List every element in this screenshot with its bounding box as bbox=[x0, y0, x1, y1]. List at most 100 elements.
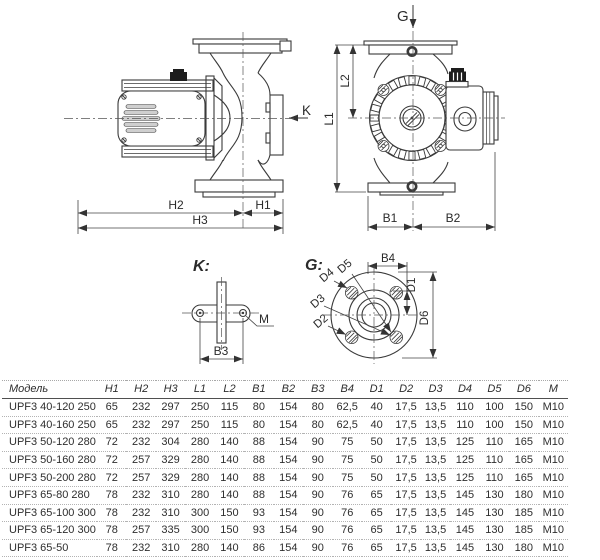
value-cell: 232 bbox=[126, 539, 156, 558]
value-cell: 13,5 bbox=[420, 468, 451, 487]
value-cell: 300 bbox=[185, 504, 215, 523]
value-cell: 90 bbox=[303, 504, 333, 523]
value-cell: 93 bbox=[244, 504, 274, 523]
value-cell: 80 bbox=[303, 398, 333, 417]
value-cell: 130 bbox=[479, 521, 510, 540]
value-cell: 280 bbox=[185, 433, 215, 452]
value-cell: 65 bbox=[361, 521, 392, 540]
bolt-hole bbox=[345, 286, 359, 300]
value-cell: 13,5 bbox=[420, 451, 451, 470]
column-header: H3 bbox=[155, 380, 186, 399]
value-cell: 154 bbox=[273, 504, 304, 523]
value-cell: 130 bbox=[479, 504, 510, 523]
value-cell: 110 bbox=[450, 398, 480, 417]
dim-label-h3: H3 bbox=[192, 213, 208, 227]
value-cell: 250 bbox=[185, 398, 215, 417]
value-cell: 62,5 bbox=[332, 416, 362, 435]
g-arrow-label: G bbox=[397, 8, 409, 25]
m-leader: M bbox=[245, 312, 274, 327]
value-cell: 150 bbox=[509, 416, 539, 435]
value-cell: 154 bbox=[273, 416, 304, 435]
value-cell: 180 bbox=[509, 539, 539, 558]
value-cell: 280 bbox=[185, 539, 215, 558]
value-cell: 78 bbox=[97, 521, 127, 540]
value-cell: 154 bbox=[273, 539, 304, 558]
column-header: D2 bbox=[391, 380, 421, 399]
motor-cable-gland bbox=[170, 69, 187, 81]
k-arrow-label: K bbox=[302, 103, 311, 118]
value-cell: M10 bbox=[538, 539, 568, 558]
value-cell: 17,5 bbox=[391, 451, 421, 470]
motor-assembly bbox=[117, 69, 223, 161]
value-cell: 150 bbox=[214, 504, 245, 523]
value-cell: 140 bbox=[214, 451, 245, 470]
model-cell: UPF3 40-160 250 bbox=[2, 416, 97, 435]
value-cell: 310 bbox=[155, 539, 186, 558]
detail-k-dimensions bbox=[199, 318, 244, 364]
column-header: D6 bbox=[509, 380, 539, 399]
value-cell: 88 bbox=[244, 451, 274, 470]
value-cell: 93 bbox=[244, 521, 274, 540]
value-cell: 86 bbox=[244, 539, 274, 558]
value-cell: 140 bbox=[214, 486, 245, 505]
value-cell: 88 bbox=[244, 433, 274, 452]
value-cell: 76 bbox=[332, 539, 362, 558]
value-cell: 232 bbox=[126, 504, 156, 523]
dim-label-b2: B2 bbox=[446, 211, 461, 225]
value-cell: 257 bbox=[126, 451, 156, 470]
model-cell: UPF3 50-200 280 bbox=[2, 468, 97, 487]
value-cell: 17,5 bbox=[391, 416, 421, 435]
value-cell: M10 bbox=[538, 521, 568, 540]
value-cell: 257 bbox=[126, 468, 156, 487]
value-cell: 90 bbox=[303, 521, 333, 540]
value-cell: 257 bbox=[126, 521, 156, 540]
pump-housing bbox=[192, 38, 292, 198]
model-cell: UPF3 65-80 280 bbox=[2, 486, 97, 505]
dim-label-h1: H1 bbox=[255, 198, 271, 212]
value-cell: 232 bbox=[126, 416, 156, 435]
value-cell: 145 bbox=[450, 486, 480, 505]
value-cell: 185 bbox=[509, 521, 539, 540]
value-cell: M10 bbox=[538, 504, 568, 523]
column-header: L1 bbox=[185, 380, 215, 399]
value-cell: 110 bbox=[479, 468, 510, 487]
model-cell: UPF3 50-120 280 bbox=[2, 433, 97, 452]
value-cell: 280 bbox=[185, 468, 215, 487]
value-cell: 76 bbox=[332, 521, 362, 540]
column-header: H2 bbox=[126, 380, 156, 399]
value-cell: 72 bbox=[97, 451, 127, 470]
value-cell: 17,5 bbox=[391, 504, 421, 523]
value-cell: 304 bbox=[155, 433, 186, 452]
value-cell: 76 bbox=[332, 504, 362, 523]
value-cell: 40 bbox=[361, 416, 392, 435]
value-cell: 75 bbox=[332, 468, 362, 487]
value-cell: 140 bbox=[214, 468, 245, 487]
column-header: B3 bbox=[303, 380, 333, 399]
value-cell: 88 bbox=[244, 468, 274, 487]
value-cell: 115 bbox=[214, 398, 245, 417]
detail-k-title: K: bbox=[193, 258, 210, 275]
vent-slots bbox=[121, 104, 161, 133]
value-cell: 90 bbox=[303, 451, 333, 470]
value-cell: 72 bbox=[97, 468, 127, 487]
value-cell: 250 bbox=[185, 416, 215, 435]
value-cell: 78 bbox=[97, 539, 127, 558]
value-cell: 154 bbox=[273, 451, 304, 470]
detail-g-title: G: bbox=[305, 257, 323, 274]
flanges bbox=[363, 40, 458, 196]
value-cell: 310 bbox=[155, 504, 186, 523]
value-cell: 17,5 bbox=[391, 486, 421, 505]
dim-label-d6: D6 bbox=[419, 311, 431, 326]
side-view-drawing: K H2 H1 H3 bbox=[64, 32, 311, 234]
column-header: B2 bbox=[273, 380, 304, 399]
value-cell: 65 bbox=[97, 398, 127, 417]
dim-label-d5: D5 bbox=[336, 257, 355, 276]
value-cell: 165 bbox=[509, 451, 539, 470]
value-cell: 80 bbox=[244, 416, 274, 435]
